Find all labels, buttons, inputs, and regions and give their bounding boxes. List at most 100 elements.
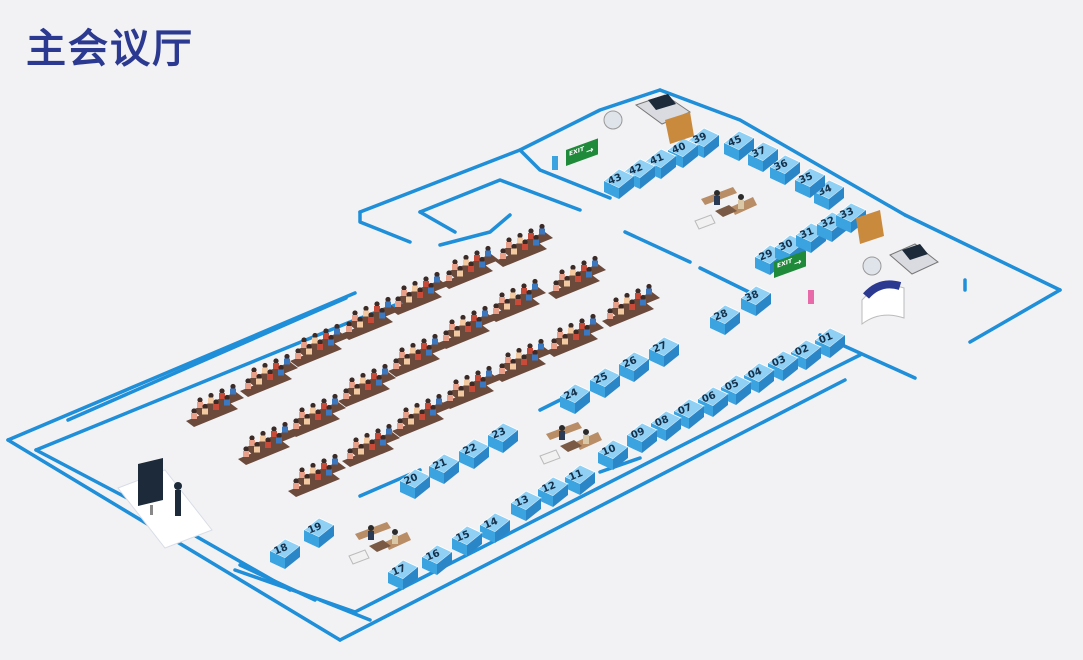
booth-06[interactable]: 06 [697,386,729,417]
reception-right [856,210,939,326]
booth-label: 17 [391,563,408,578]
booth-03[interactable]: 03 [767,350,799,381]
booth-13[interactable]: 13 [510,490,542,521]
booth-25[interactable]: 25 [589,367,621,398]
booth-front [511,503,526,521]
booth-front [698,399,713,417]
booth-side [605,375,620,398]
booth-front [452,538,467,556]
booth-label: 27 [652,340,669,355]
booth-side [640,166,655,189]
booth-side [736,382,751,405]
booth-34[interactable]: 34 [813,179,845,210]
booth-15[interactable]: 15 [451,525,483,556]
booth-label: 18 [273,542,290,557]
booth-24[interactable]: 24 [559,383,591,414]
booth-02[interactable]: 02 [790,339,822,370]
booth-41[interactable]: 41 [645,148,677,179]
booth-front [817,224,832,242]
booth-21[interactable]: 21 [428,453,460,484]
booth-side [683,145,698,168]
booth-14[interactable]: 14 [479,512,511,543]
seating-block [288,393,346,437]
booth-07[interactable]: 07 [673,398,705,429]
booth-37[interactable]: 37 [747,141,779,172]
booth-front [815,340,830,358]
booth-09[interactable]: 09 [626,422,658,453]
booth-08[interactable]: 08 [650,410,682,441]
lounge-areas [348,187,757,565]
booth-label: 31 [799,226,816,241]
booth-front [565,477,580,495]
booth-side [739,138,754,161]
svg-text:→: → [586,144,594,157]
booth-front [814,192,829,210]
booth-front [560,396,575,414]
booth-05[interactable]: 05 [720,374,752,405]
booth-19[interactable]: 19 [303,517,335,548]
booth-20[interactable]: 20 [399,468,431,499]
booth-27[interactable]: 27 [648,336,680,367]
booth-label: 11 [568,468,585,483]
door-blue [552,156,558,170]
booth-label: 39 [692,131,709,146]
booth-label: 23 [491,426,508,441]
seating-block [390,271,448,315]
exit-sign-right: EXIT → [774,250,806,278]
booth-label: 12 [541,480,558,495]
booth-23[interactable]: 23 [487,422,519,453]
booth-26[interactable]: 26 [618,351,650,382]
booth-side [756,293,771,316]
booth-11[interactable]: 11 [564,464,596,495]
booth-label: 22 [462,442,479,457]
seating-block [602,283,660,327]
booth-side [810,175,825,198]
booth-35[interactable]: 35 [794,167,826,198]
seating-block [442,365,500,409]
booth-front [480,525,495,543]
booth-side [763,149,778,172]
booth-label: 20 [403,472,420,487]
booth-side [704,135,719,158]
booth-43[interactable]: 43 [603,168,635,199]
lounge-area [694,187,757,230]
booth-label: 29 [758,248,775,263]
booth-side [829,187,844,210]
booth-36[interactable]: 36 [769,154,801,185]
booth-17[interactable]: 17 [387,559,419,590]
seating-block [438,305,496,349]
booth-front [604,181,619,199]
booth-label: 10 [601,443,618,458]
booth-front [488,435,503,453]
booth-28[interactable]: 28 [709,304,741,335]
seating-block [288,453,346,497]
booth-18[interactable]: 18 [269,538,301,569]
booth-front [768,363,783,381]
booth-side [503,430,518,453]
booth-side [661,156,676,179]
booth-16[interactable]: 16 [421,544,453,575]
seating-block [441,245,499,289]
booth-label: 14 [483,516,500,531]
booth-label: 01 [818,331,835,346]
booth-side [806,347,821,370]
booth-label: 21 [432,457,449,472]
booth-front [429,466,444,484]
booth-front [400,481,415,499]
booth-38[interactable]: 38 [740,285,772,316]
booth-10[interactable]: 10 [597,439,629,470]
booth-side [713,394,728,417]
booth-front [744,375,759,393]
seating-block [341,296,399,340]
booth-side [634,359,649,382]
booth-45[interactable]: 45 [723,130,755,161]
booth-side [319,525,334,548]
stage [117,458,213,549]
booth-label: 32 [820,215,837,230]
booth-01[interactable]: 01 [814,327,846,358]
booth-04[interactable]: 04 [743,362,775,393]
booth-22[interactable]: 22 [458,438,490,469]
booth-12[interactable]: 12 [537,476,569,507]
booth-label: 30 [778,238,795,253]
